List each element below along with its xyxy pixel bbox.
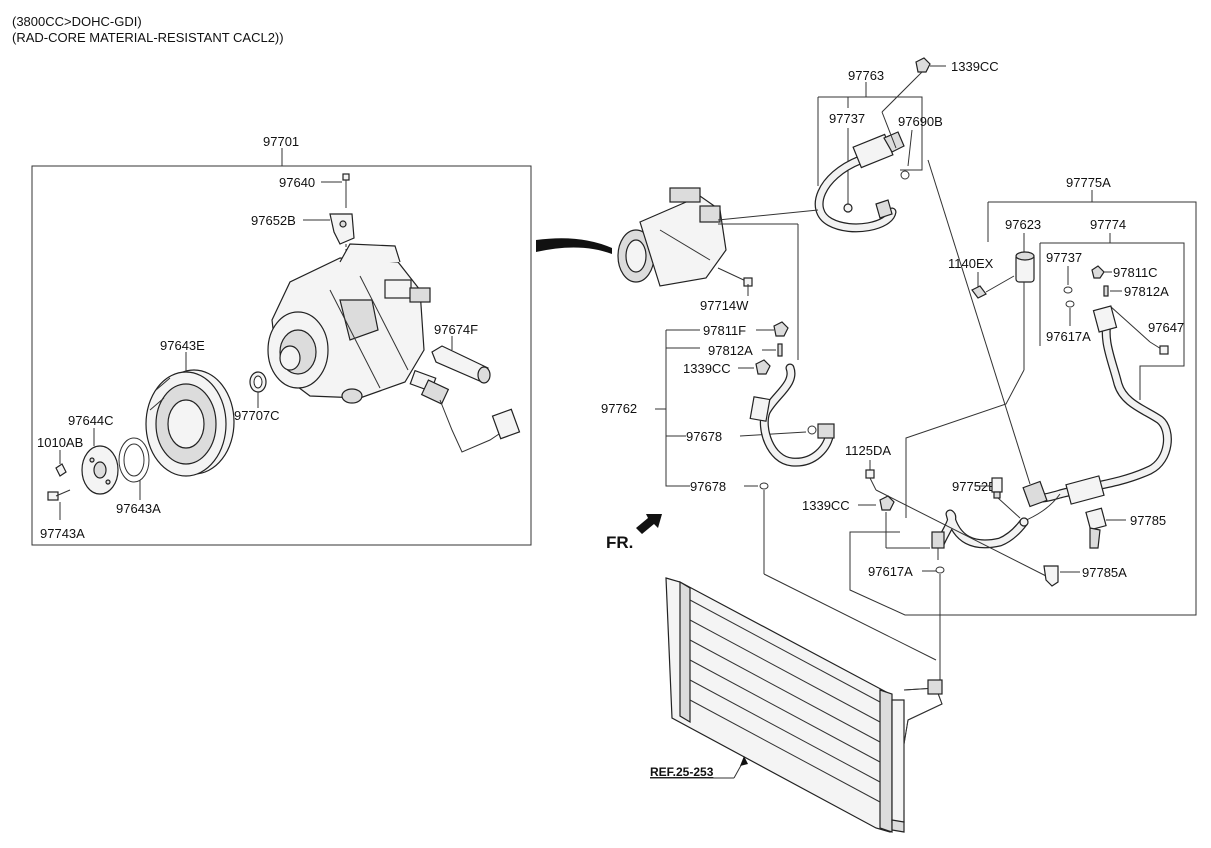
part-label-97811C[interactable]: 97811C (1113, 265, 1158, 280)
bolt-1140EX-drawing[interactable] (971, 285, 987, 299)
part-label-97752B[interactable]: 97752B (952, 479, 997, 494)
oring-97678-b-drawing[interactable] (759, 482, 769, 490)
wire-harness-drawing[interactable] (409, 369, 521, 453)
pulley-97643E-drawing[interactable] (145, 369, 235, 477)
bolt-97743A-drawing[interactable] (47, 489, 71, 501)
part-label-97617A-low[interactable]: 97617A (868, 564, 913, 579)
valve-core-97812A-right-drawing[interactable] (1103, 285, 1109, 297)
oring-97617A-low-drawing[interactable] (935, 566, 945, 574)
front-direction-indicator: FR. (606, 514, 662, 552)
cap-97811C-drawing[interactable] (1091, 265, 1105, 279)
callout-wedge (536, 238, 612, 254)
part-label-97785A[interactable]: 97785A (1082, 565, 1127, 580)
part-label-1339CC-mid[interactable]: 1339CC (683, 361, 731, 376)
part-label-97643E[interactable]: 97643E (160, 338, 205, 353)
hub-97644C-drawing[interactable] (81, 445, 119, 495)
material-spec-line: (RAD-CORE MATERIAL-RESISTANT CACL2)) (12, 30, 284, 45)
compressor-exploded-panel: 97701 97640 97652B (31, 134, 612, 546)
part-label-1125DA[interactable]: 1125DA (845, 443, 891, 458)
part-label-97701[interactable]: 97701 (263, 134, 299, 149)
compressor-body-drawing[interactable] (267, 243, 431, 404)
ref-condenser-label[interactable]: REF.25-253 (650, 765, 714, 779)
part-label-97617A-right[interactable]: 97617A (1046, 329, 1091, 344)
part-label-97763[interactable]: 97763 (848, 68, 884, 83)
part-label-1010AB[interactable]: 1010AB (37, 435, 83, 450)
suction-hose-drawing[interactable] (814, 131, 910, 233)
nut-1339CC-top-drawing[interactable] (915, 57, 931, 73)
part-label-97652B[interactable]: 97652B (251, 213, 296, 228)
liquid-tube-drawing[interactable] (1021, 305, 1172, 523)
ring-97707C-drawing[interactable] (249, 371, 267, 393)
part-label-97714W[interactable]: 97714W (700, 298, 749, 313)
part-label-97690B[interactable]: 97690B (898, 114, 943, 129)
part-label-97674F[interactable]: 97674F (434, 322, 478, 337)
clamp-97785-drawing[interactable] (1085, 507, 1107, 549)
shim-97643A-drawing[interactable] (118, 437, 150, 483)
bolt-97647-drawing[interactable] (1149, 341, 1169, 355)
condenser-ref-callout: REF.25-253 (650, 756, 748, 779)
part-label-97643A[interactable]: 97643A (116, 501, 161, 516)
part-label-97785[interactable]: 97785 (1130, 513, 1166, 528)
part-label-97737-top[interactable]: 97737 (829, 111, 865, 126)
bolt-1125DA-drawing[interactable] (865, 469, 877, 491)
oring-97737-right-drawing[interactable] (1063, 286, 1073, 294)
part-label-97678-b[interactable]: 97678 (690, 479, 726, 494)
part-label-97644C[interactable]: 97644C (68, 413, 114, 428)
part-label-97647[interactable]: 97647 (1148, 320, 1184, 335)
nut-1339CC-mid-drawing[interactable] (755, 359, 771, 375)
nut-1339CC-low-drawing[interactable] (879, 495, 895, 511)
part-label-97812A-left[interactable]: 97812A (708, 343, 753, 358)
pressure-switch-97674F-drawing[interactable] (431, 345, 491, 384)
part-label-97762[interactable]: 97762 (601, 401, 637, 416)
part-label-97812A-right[interactable]: 97812A (1124, 284, 1169, 299)
front-arrow-icon (636, 514, 662, 534)
condenser-drawing[interactable] (665, 577, 943, 833)
model-spec-line: (3800CC>DOHC-GDI) (12, 14, 142, 29)
discharge-hose-drawing[interactable] (749, 363, 835, 467)
oring-97617A-right-drawing[interactable] (1065, 300, 1075, 308)
tube-97775A-group: 97775A 97623 97774 97737 97811C 97812A 9… (802, 159, 1197, 680)
sensor-97752B-drawing[interactable] (991, 477, 1003, 499)
part-label-97775A[interactable]: 97775A (1066, 175, 1111, 190)
part-label-97623[interactable]: 97623 (1005, 217, 1041, 232)
hose-97763-group: 97763 97737 97690B 1339CC (717, 57, 999, 233)
part-label-97678-a[interactable]: 97678 (686, 429, 722, 444)
part-label-1339CC-top[interactable]: 1339CC (951, 59, 999, 74)
expansion-valve-97623-drawing[interactable] (1015, 251, 1035, 283)
part-label-1140EX[interactable]: 1140EX (948, 256, 994, 271)
part-label-97640[interactable]: 97640 (279, 175, 315, 190)
part-label-1339CC-low[interactable]: 1339CC (802, 498, 850, 513)
bolt-97714W-drawing[interactable] (717, 267, 753, 287)
installed-compressor-drawing[interactable] (617, 187, 727, 287)
bolt-1010AB-drawing[interactable] (55, 463, 67, 477)
part-label-97707C[interactable]: 97707C (234, 408, 280, 423)
part-label-97737-right[interactable]: 97737 (1046, 250, 1082, 265)
bracket-97652B-drawing[interactable] (329, 213, 355, 245)
hose-97762-group: 97762 97811F 97812A 1339CC 97678 97678 (601, 224, 937, 661)
part-label-97743A[interactable]: 97743A (40, 526, 85, 541)
cap-97811F-drawing[interactable] (773, 321, 789, 337)
part-label-97811F[interactable]: 97811F (703, 323, 746, 338)
valve-core-97812A-left-drawing[interactable] (777, 343, 783, 357)
front-label: FR. (606, 533, 633, 552)
bolt-97640-drawing[interactable] (342, 173, 350, 208)
bracket-97785A-drawing[interactable] (1043, 565, 1059, 587)
part-label-97774[interactable]: 97774 (1090, 217, 1126, 232)
